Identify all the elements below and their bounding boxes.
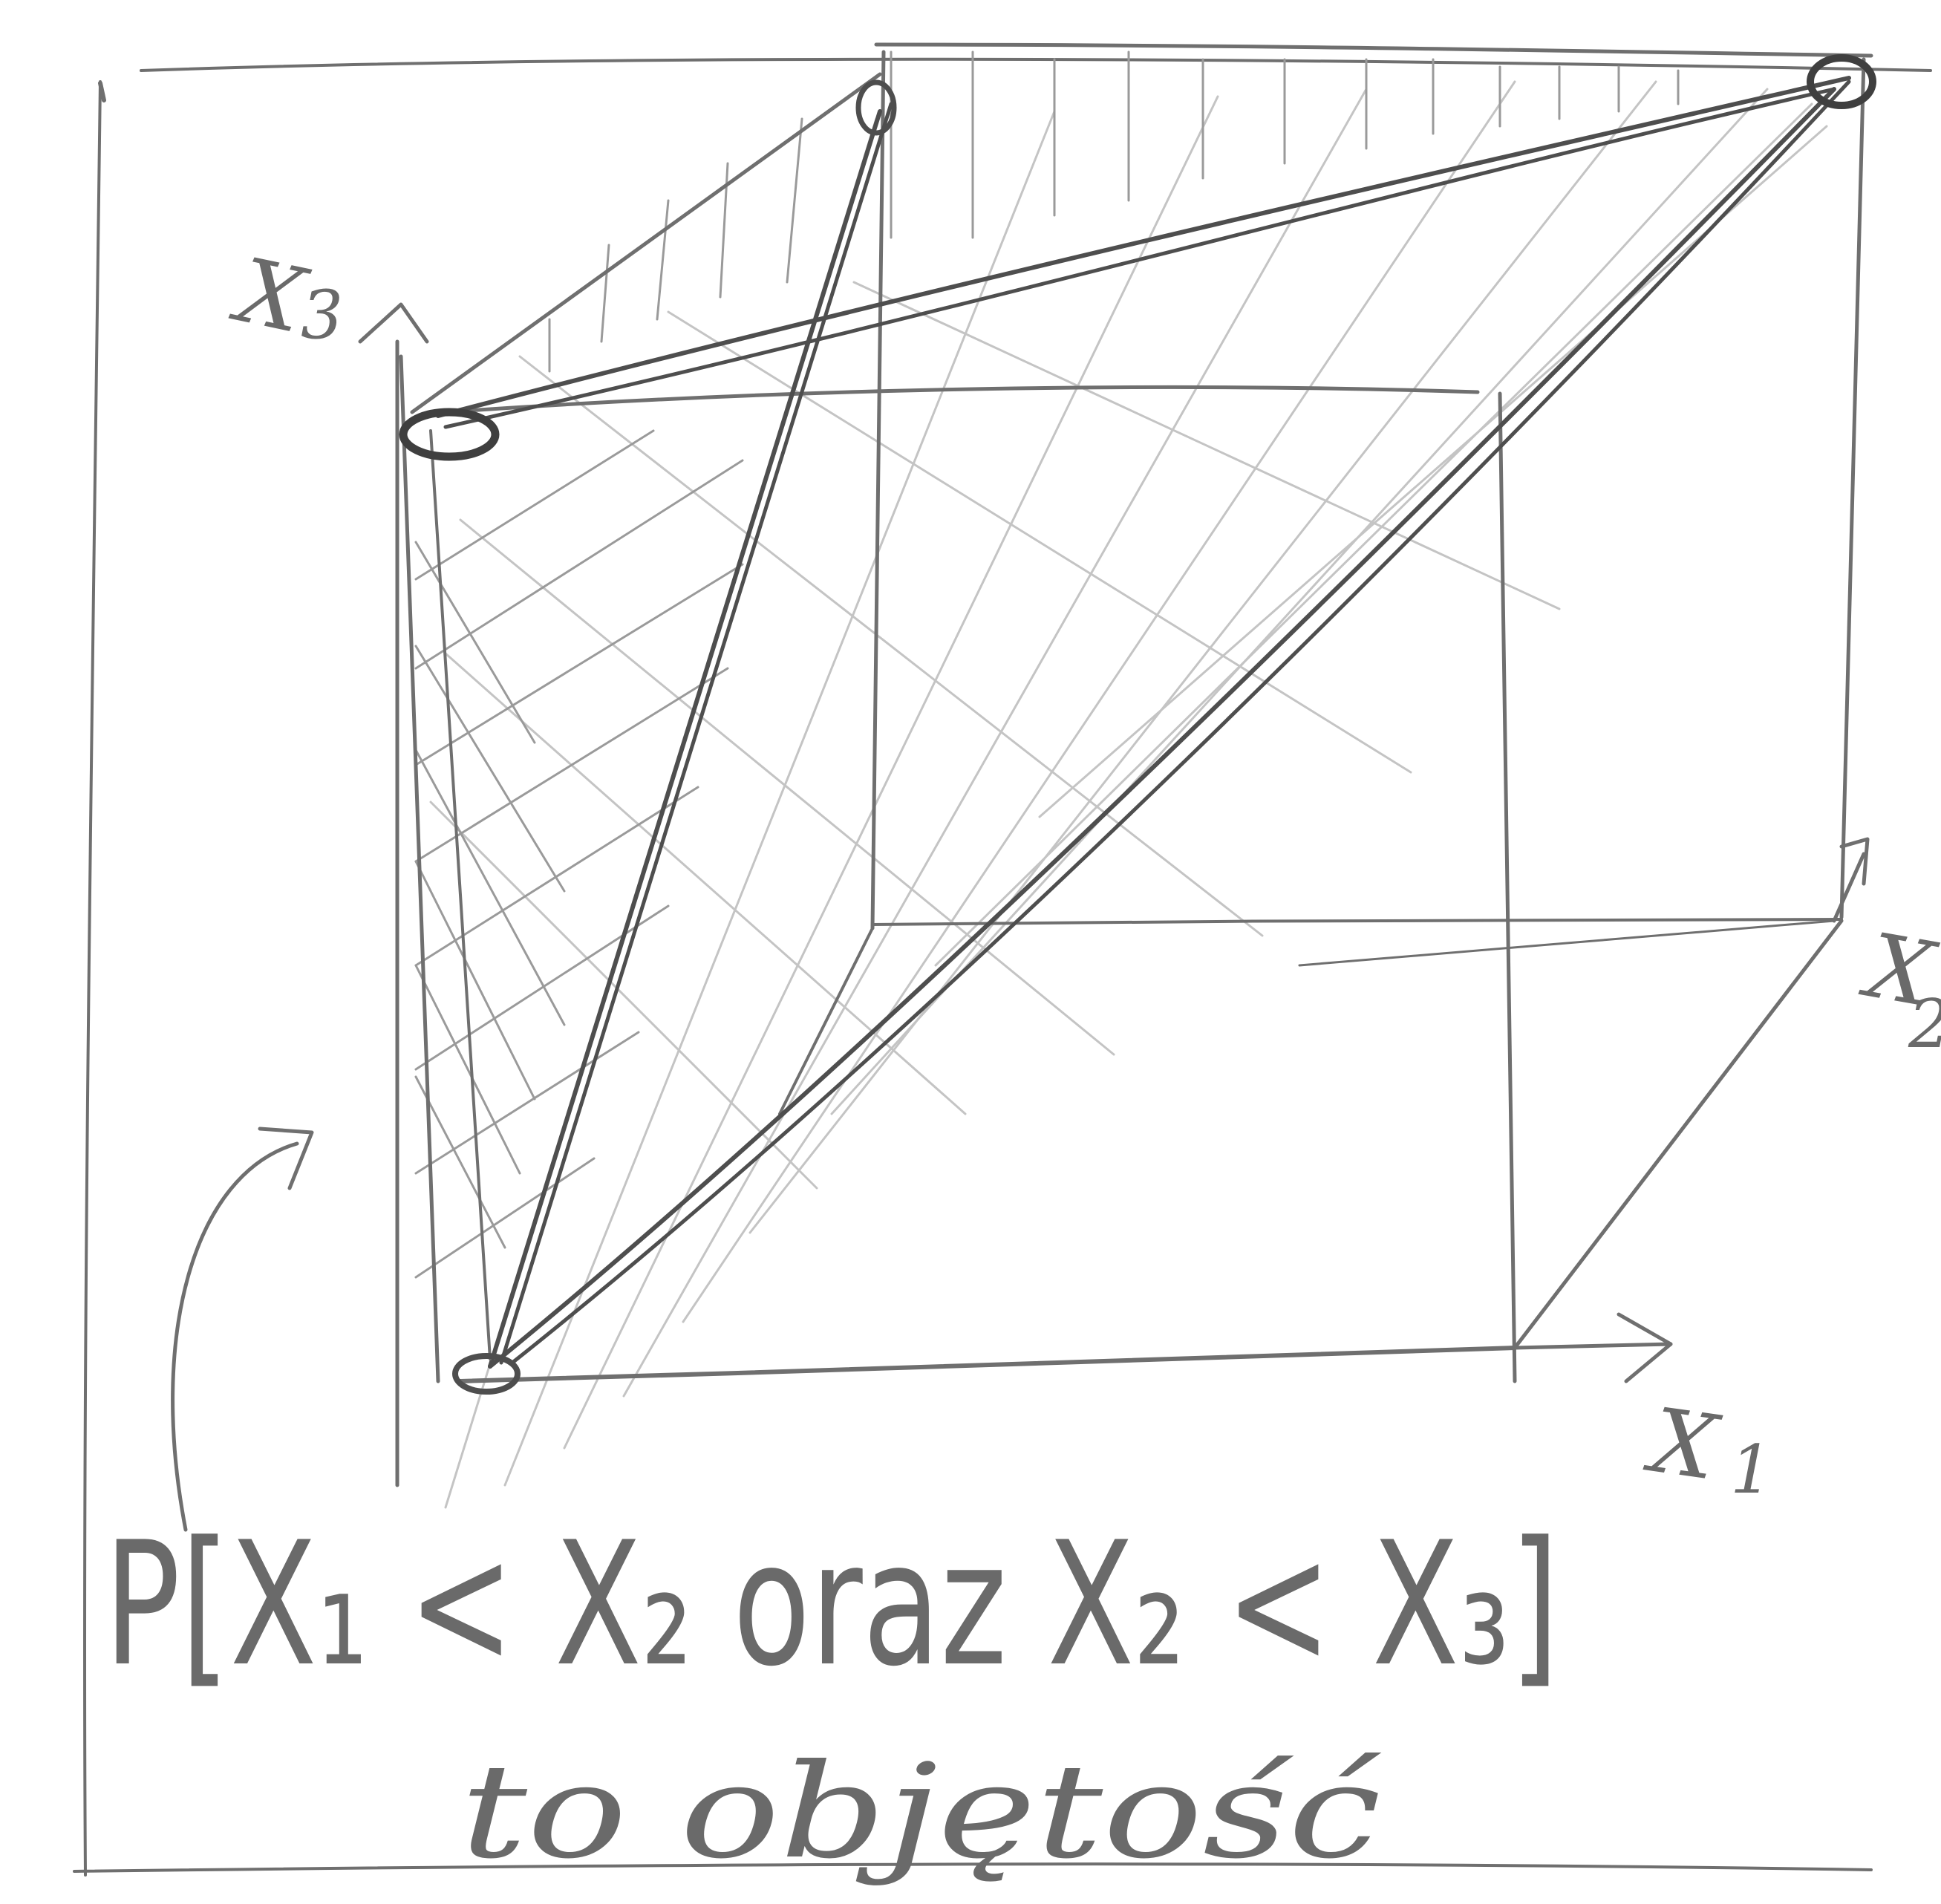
axis-x1: X 1: [1513, 1312, 1772, 1509]
vertex-origin: [452, 1353, 521, 1395]
axis-x2-sub: 2: [1908, 985, 1941, 1063]
vertex-x3-x2: [855, 79, 897, 136]
top-face-hatching: [548, 50, 1680, 373]
axis-x3-sub: 3: [301, 276, 343, 354]
face-hatching-light: [429, 80, 1828, 1509]
axis-x2: X 2: [1832, 837, 1941, 1063]
caption-line-2: to objętość: [460, 1737, 1382, 1888]
vertex-top-corner: [1807, 54, 1876, 109]
axis-x3: X 3: [224, 238, 429, 1487]
face-hatching-dark: [414, 429, 744, 1279]
axis-x1-sub: 1: [1730, 1431, 1772, 1509]
axis-x1-label: X: [1640, 1389, 1726, 1501]
caption-line-1: P[X₁ < X₂ oraz X₂ < X₃]: [104, 1506, 1559, 1704]
simplex-edges: [429, 76, 1851, 1369]
vertices: [399, 54, 1876, 1395]
vertex-x3: [399, 408, 500, 461]
curved-arrow-icon: [171, 1127, 314, 1532]
page-frame: [73, 57, 1932, 1877]
